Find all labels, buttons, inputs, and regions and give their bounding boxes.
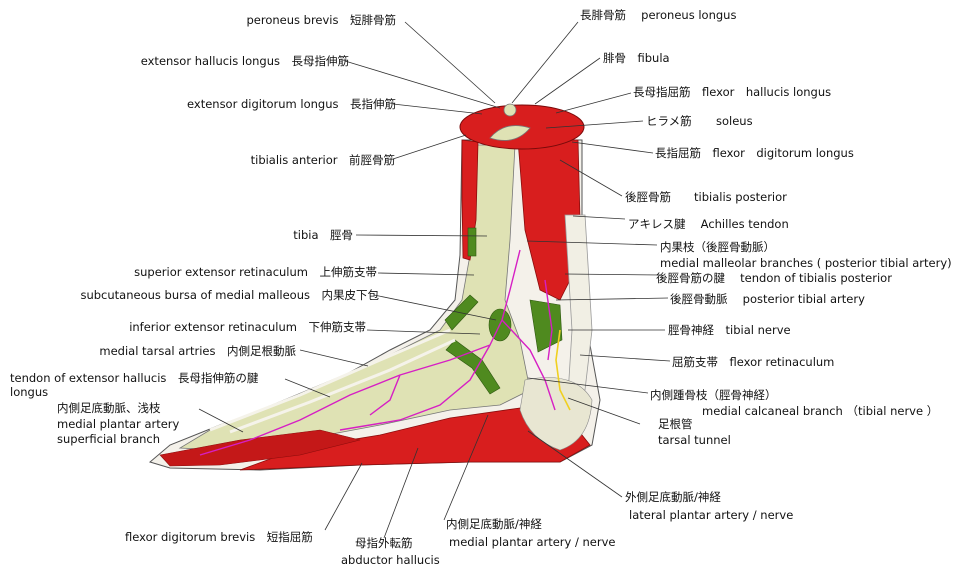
tibia-section — [489, 125, 531, 141]
label-peroneus-longus: 長腓骨筋 peroneus longus — [580, 8, 737, 22]
leader-line — [545, 120, 644, 129]
leader-line — [299, 349, 369, 367]
leader-line — [377, 272, 475, 276]
label-subcutaneous-bursa: subcutaneous bursa of medial malleous 内果… — [80, 288, 379, 302]
leader-line — [555, 297, 669, 301]
label-tibia: tibia 脛骨 — [293, 228, 353, 242]
label-tarsal-tunnel-jp: 足根管 — [658, 417, 693, 431]
leader-line — [564, 273, 662, 276]
label-tarsal-tunnel-en: tarsal tunnel — [658, 433, 731, 447]
label-medial-plantar-nerve-jp: 内側足底動脈/神経 — [446, 517, 542, 531]
leader-line — [284, 378, 331, 398]
label-posterior-tibial-artery: 後脛骨動脈 posterior tibial artery — [670, 292, 865, 306]
arteries — [199, 249, 556, 456]
leader-line — [344, 60, 501, 109]
label-tendon-ehl: tendon of extensor hallucis 長母指伸筋の腱 — [10, 371, 259, 385]
leader-line — [534, 57, 601, 105]
leader-lines — [198, 21, 671, 539]
leader-line — [404, 21, 496, 104]
fibula-section — [503, 103, 517, 117]
label-medial-malleolar-jp: 内果枝（後脛骨動脈） — [660, 240, 775, 254]
leader-line — [567, 397, 641, 425]
label-fibula: 腓骨 fibula — [603, 51, 670, 65]
label-mpa-superficial-jp: 内側足底動脈、浅枝 — [57, 401, 161, 415]
leader-line — [383, 447, 419, 539]
label-flexor-hallucis-longus: 長母指屈筋 flexor hallucis longus — [633, 85, 832, 99]
label-lateral-plantar-en: lateral plantar artery / nerve — [629, 508, 794, 522]
label-lateral-plantar-jp: 外側足底動脈/神経 — [625, 490, 721, 504]
label-achilles-tendon: アキレス腱 Achilles tendon — [628, 217, 789, 231]
leader-line — [526, 240, 658, 246]
extensor-tendons — [209, 328, 456, 434]
posterior-calf-muscles — [517, 139, 581, 301]
label-tibialis-posterior: 後脛骨筋 tibialis posterior — [625, 190, 787, 204]
label-soleus-jp: ヒラメ筋 — [646, 114, 692, 128]
label-tendon-ehl-cont: longus — [10, 385, 49, 399]
label-abductor-hallucis-en: abductor hallucis — [341, 553, 440, 567]
label-peroneus-brevis: peroneus brevis 短腓骨筋 — [246, 13, 396, 27]
leader-line — [392, 134, 467, 160]
label-superior-extensor-retinaculum: superior extensor retinaculum 上伸筋支帯 — [134, 265, 377, 279]
label-medial-calcaneal-en: medial calcaneal branch （tibial nerve ） — [702, 404, 939, 418]
label-abductor-hallucis-jp: 母指外転筋 — [355, 536, 413, 550]
leader-line — [366, 329, 481, 335]
label-medial-calcaneal-jp: 内側踵骨枝（脛骨神経） — [650, 388, 777, 402]
label-extensor-hallucis-longus: extensor hallucis longus 長母指伸筋 — [140, 54, 349, 68]
label-mpa-superficial-en2: superficial branch — [57, 432, 161, 446]
label-flexor-digitorum-longus: 長指屈筋 flexor digitorum longus — [655, 146, 854, 160]
label-medial-tarsal-arteries: medial tarsal artries 内側足根動脈 — [99, 344, 296, 358]
leader-line — [198, 408, 244, 433]
leader-line — [373, 294, 497, 321]
superior-extensor-retinaculum — [467, 227, 477, 257]
tibial-nerve — [555, 329, 571, 411]
leader-line — [392, 103, 483, 115]
label-inferior-extensor-retinaculum: inferior extensor retinaculum 下伸筋支帯 — [129, 320, 366, 334]
label-tibialis-anterior: tibialis anterior 前脛骨筋 — [250, 153, 395, 167]
leader-line — [572, 215, 626, 220]
leader-line — [579, 354, 671, 362]
leader-line — [559, 159, 623, 197]
label-flexor-digitorum-brevis: flexor digitorum brevis 短指屈筋 — [125, 530, 313, 544]
label-medial-plantar-nerve-en: medial plantar artery / nerve — [449, 535, 616, 549]
label-tendon-tibialis-posterior: 後脛骨筋の腱 tendon of tibialis posterior — [656, 271, 892, 285]
calcaneus — [519, 377, 593, 451]
leader-line — [527, 377, 649, 394]
label-mpa-superficial-en1: medial plantar artery — [57, 417, 180, 431]
inferior-extensor-retinaculum — [444, 294, 479, 331]
leader-line — [527, 430, 623, 498]
leader-line — [555, 92, 632, 114]
flexor-retinaculum — [529, 299, 563, 353]
label-medial-malleolar-en: medial malleolar branches ( posterior ti… — [660, 256, 952, 270]
label-flexor-retinaculum: 屈筋支帯 flexor retinaculum — [672, 355, 835, 369]
label-soleus-en: soleus — [716, 114, 753, 128]
leader-line — [511, 21, 579, 104]
leader-line — [571, 141, 654, 154]
leader-line — [355, 234, 488, 237]
leader-line — [443, 414, 489, 521]
leader-line — [324, 462, 363, 531]
label-extensor-digitorum-longus: extensor digitorum longus 長指伸筋 — [187, 97, 396, 111]
label-tibial-nerve: 脛骨神経 tibial nerve — [668, 323, 791, 337]
